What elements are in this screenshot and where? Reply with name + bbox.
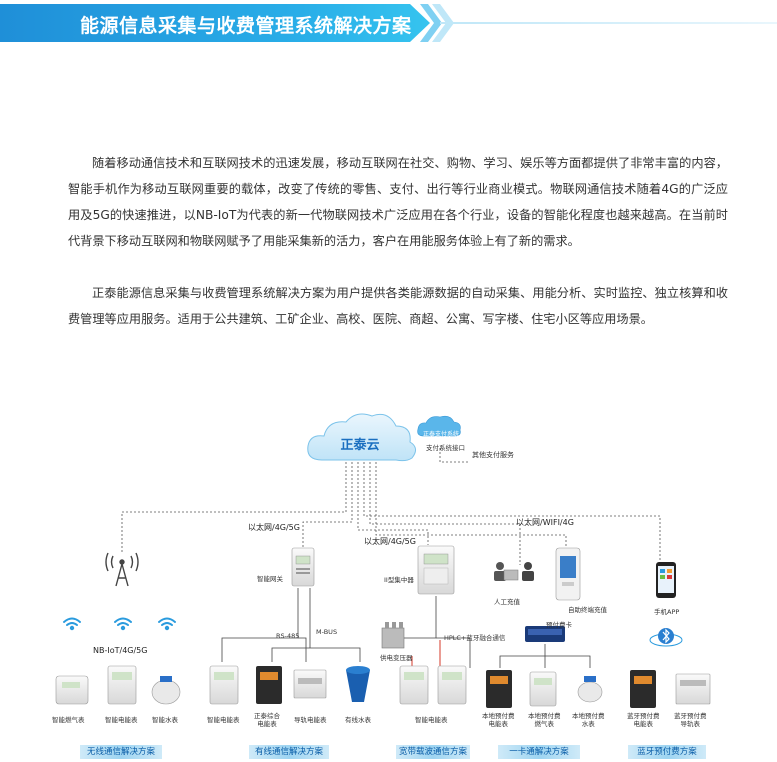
bluetooth-devices <box>630 670 711 708</box>
mbus-label: M-BUS <box>316 628 338 636</box>
solution-tag-plc: 宽带载波通信方案 <box>396 745 470 759</box>
device-label: 本地预付费 水表 <box>572 712 605 728</box>
solution-tag-wireless: 无线通信解决方案 <box>80 745 162 759</box>
prepaid-card-label: 预付费卡 <box>546 621 572 629</box>
card-devices <box>486 670 603 708</box>
device-label: 蓝牙预付费 导轨表 <box>674 712 707 728</box>
payment-system-label: 正泰支付系统 <box>423 431 460 438</box>
wifi-icons <box>63 617 176 631</box>
device-label: 正泰综合 电能表 <box>254 712 280 728</box>
wired-devices <box>209 665 370 705</box>
gateway-label: 智能网关 <box>257 575 283 583</box>
solution-tag-card: 一卡通解决方案 <box>498 745 580 759</box>
solution-tag-wired: 有线通信解决方案 <box>249 745 329 759</box>
device-label: 智能燃气表 <box>52 716 85 724</box>
other-payment-label: 其他支付服务 <box>472 451 514 459</box>
plc-devices <box>399 665 467 705</box>
payment-interface-label: 支付系统接口 <box>426 444 465 452</box>
device-label: 智能电能表 <box>207 716 240 724</box>
cell-tower-icon <box>105 552 139 587</box>
self-terminal-label: 自助终端充值 <box>568 606 607 614</box>
system-architecture-diagram: 正泰云 <box>0 400 777 762</box>
nb-iot-label: NB-IoT/4G/5G <box>93 646 148 655</box>
payment-cloud-icon <box>417 415 461 437</box>
intro-paragraph: 随着移动通信技术和互联网技术的迅速发展，移动互联网在社交、购物、学习、娱乐等方面… <box>68 156 728 248</box>
diagram-graphics: 正泰云 <box>55 413 711 708</box>
wireless-devices <box>55 665 181 705</box>
solution-paragraph: 正泰能源信息采集与收费管理系统解决方案为用户提供各类能源数据的自动采集、用能分析… <box>68 286 728 326</box>
manual-recharge-label: 人工充值 <box>494 598 520 606</box>
cloud-label: 正泰云 <box>340 437 379 453</box>
solution-tag-bluetooth: 蓝牙预付费方案 <box>628 745 706 759</box>
bluetooth-icon <box>649 628 683 647</box>
device-label: 本地预付费 电能表 <box>482 712 515 728</box>
manual-recharge-icon <box>494 562 534 581</box>
wired-bus-lines <box>221 588 361 662</box>
transformer-label: 供电变压器 <box>380 654 413 662</box>
network-label: 以太网/WIFI/4G <box>516 518 574 527</box>
device-label: 智能电能表 <box>105 716 138 724</box>
prepaid-card-icon <box>525 626 565 642</box>
rs485-label: RS-485 <box>276 632 300 640</box>
device-label: 有线水表 <box>345 716 371 724</box>
network-label: 以太网/4G/5G <box>364 537 416 546</box>
device-label: 本地预付费 燃气表 <box>528 712 561 728</box>
page-title: 能源信息采集与收费管理系统解决方案 <box>80 15 412 37</box>
device-label: 蓝牙预付费 电能表 <box>627 712 660 728</box>
device-label: 导轨电能表 <box>294 716 327 724</box>
smart-gateway-device <box>291 547 315 587</box>
banner-line <box>440 22 777 24</box>
cloud-icon: 正泰云 <box>307 413 416 462</box>
header-banner: 能源信息采集与收费管理系统解决方案 <box>0 0 777 46</box>
banner-background <box>0 4 430 42</box>
network-label: 以太网/4G/5G <box>248 523 300 532</box>
mobile-app-label: 手机APP <box>654 608 680 616</box>
transformer-icon <box>381 622 405 649</box>
hplc-label: HPLC+蓝牙融合通信 <box>444 634 506 642</box>
device-label: 智能水表 <box>152 716 178 724</box>
network-links <box>121 448 661 565</box>
phone-app-icon <box>656 562 676 598</box>
concentrator-label: II型集中器 <box>384 576 414 584</box>
concentrator-device <box>417 545 455 595</box>
device-label: 智能电能表 <box>415 716 448 724</box>
self-service-terminal-icon <box>555 547 581 601</box>
